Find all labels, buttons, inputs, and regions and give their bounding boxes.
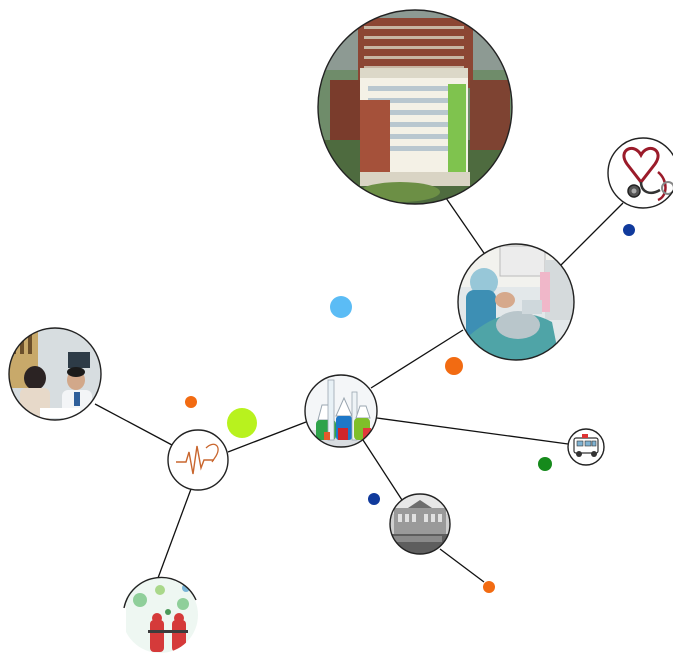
connector-lines [94, 197, 624, 583]
ambulance-icon-node [567, 428, 605, 466]
dot-skyblue [330, 296, 352, 318]
dot-navy [623, 224, 635, 236]
connector-procedure-stethoscope [559, 202, 624, 267]
connector-lab-ecg [227, 421, 307, 453]
heartbeat-ecg-node [167, 429, 229, 491]
hospital-building-photo-node [317, 9, 513, 205]
stethoscope-heart-icon-node [607, 137, 673, 209]
connector-lab-ambulance [376, 417, 569, 445]
surgery-room-photo [458, 244, 574, 360]
connector-procedure-lab [370, 329, 464, 389]
historic-building-photo [390, 494, 450, 554]
connector-oldbuilding-tail [439, 548, 485, 583]
dot-orange [185, 396, 197, 408]
doctor-consultation-photo-node [8, 327, 102, 421]
dot-green [538, 457, 552, 471]
connector-ecg-virus [157, 488, 192, 579]
connector-hospital-procedure [445, 197, 487, 257]
virus-illustration [126, 578, 198, 653]
dot-orange [445, 357, 463, 375]
connector-lab-oldbuilding [362, 439, 403, 501]
dot-orange [483, 581, 495, 593]
stethoscope-heart-icon [622, 146, 673, 202]
hospital-building-photo [318, 10, 512, 204]
historic-building-photo-node [389, 493, 451, 555]
decorative-dots [185, 224, 635, 593]
connector-ecg-consult [94, 403, 173, 446]
surgical-procedure-photo-node [457, 243, 575, 361]
laboratory-flasks-node [304, 374, 378, 448]
virus-protection-node [122, 576, 198, 653]
heartbeat-ecg-icon [176, 445, 214, 475]
dot-navy [368, 493, 380, 505]
ambulance-icon [573, 434, 599, 457]
dot-lime [227, 408, 257, 438]
